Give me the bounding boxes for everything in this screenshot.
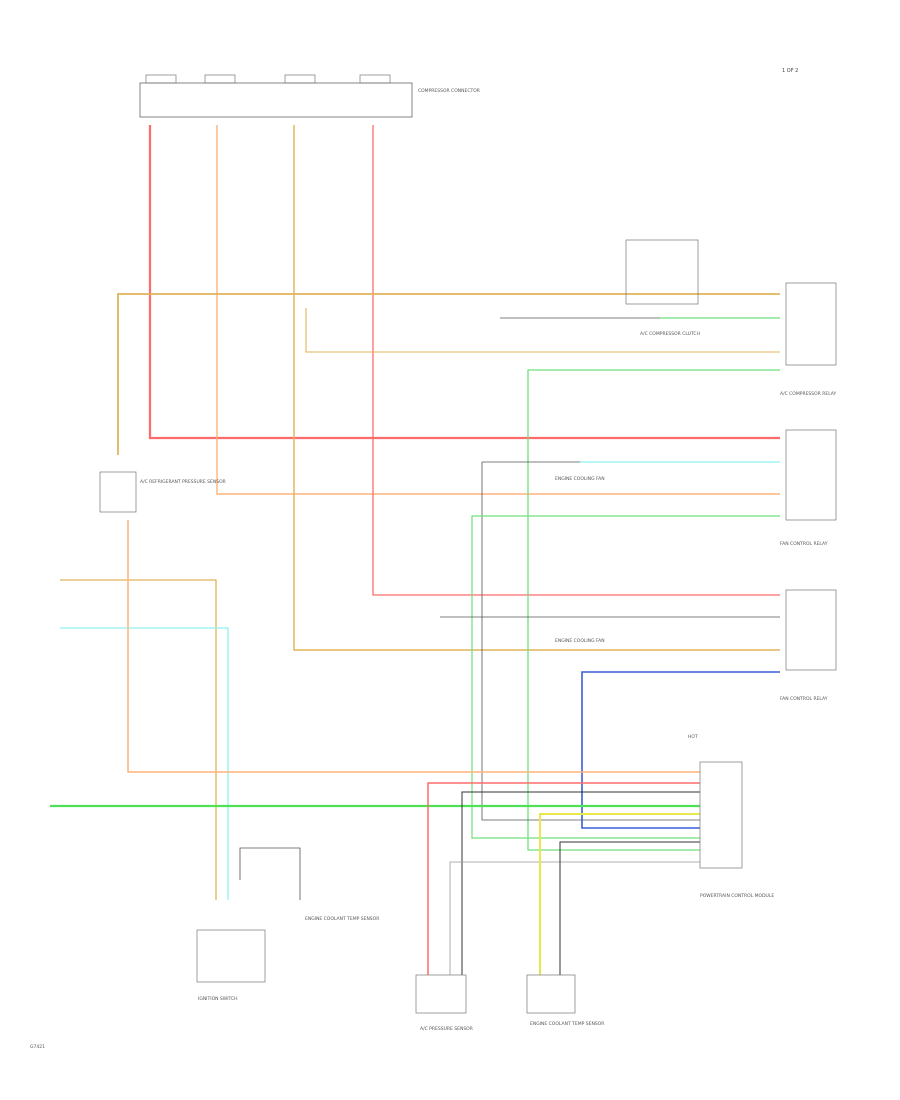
ignition-switch-label: IGNITION SWITCH (198, 996, 238, 1002)
fan-2-wire: ENGINE COOLING FAN (440, 616, 780, 644)
fan-relay-1: FAN CONTROL RELAY (780, 429, 837, 547)
fan-relay-2: FAN CONTROL RELAY (780, 589, 837, 702)
black-wires-sensor (449, 791, 700, 975)
left-module-label: A/C REFRIGERANT PRESSURE SENSOR (140, 479, 226, 485)
tan-wire-1 (293, 125, 780, 651)
ect-sensor: ENGINE COOLANT TEMP SENSOR (239, 847, 379, 922)
green-wire-3 (471, 515, 780, 839)
top-connector-tab-3 (284, 74, 316, 84)
engine-cooling-fan-2-label: ENGINE COOLING FAN (555, 638, 605, 644)
ac-clutch-label: A/C COMPRESSOR CLUTCH (640, 331, 700, 337)
fan-relay-1-label: FAN CONTROL RELAY (780, 541, 828, 547)
engine-cooling-fan-1-label: ENGINE COOLING FAN (555, 476, 605, 482)
ac-clutch-box (625, 239, 699, 305)
ac-relay: A/C COMPRESSOR RELAY (780, 282, 837, 397)
pcm-label: POWERTRAIN CONTROL MODULE (700, 893, 774, 899)
pressure-sensor-2-label: ENGINE COOLANT TEMP SENSOR (530, 1021, 604, 1027)
left-module-box (99, 471, 137, 513)
pcm-connector-box (699, 761, 743, 869)
top-connector-box (139, 82, 413, 118)
top-connector-tab-4 (359, 74, 391, 84)
cyan-wire-left (60, 627, 229, 900)
tan-wire-left (60, 579, 217, 900)
cyan-wire-relay-2: ENGINE COOLING FAN (481, 461, 780, 821)
pressure-sensor-1: A/C PRESSURE SENSOR (415, 974, 473, 1032)
ac-relay-label: A/C COMPRESSOR RELAY (780, 391, 837, 397)
hot-note: HOT (688, 734, 698, 740)
top-connector-label: COMPRESSOR CONNECTOR (418, 88, 480, 94)
yellow-wire (539, 813, 700, 975)
red-wire-main (148, 125, 780, 440)
tan-bus-wire (117, 293, 780, 455)
ect-sensor-label: ENGINE COOLANT TEMP SENSOR (305, 916, 379, 922)
fan-relay-2-label: FAN CONTROL RELAY (780, 696, 828, 702)
orange-wire-pcm (127, 520, 700, 773)
top-connector: COMPRESSOR CONNECTOR (139, 74, 480, 118)
top-connector-tab-2 (204, 74, 236, 84)
ac-relay-box (785, 282, 837, 366)
pressure-sensor-1-box (415, 974, 467, 1014)
red-wire-sensor (427, 782, 700, 975)
pressure-sensor-2-box (526, 974, 576, 1014)
ac-clutch: A/C COMPRESSOR CLUTCH (625, 239, 700, 337)
sheet-label: 1 OF 2 (782, 68, 798, 74)
left-module: A/C REFRIGERANT PRESSURE SENSOR (99, 471, 226, 513)
top-connector-tab-1 (145, 74, 177, 84)
pressure-sensor-1-label: A/C PRESSURE SENSOR (420, 1026, 473, 1032)
pcm-connector: POWERTRAIN CONTROL MODULE HOT (688, 734, 774, 899)
orange-wire-1 (216, 125, 780, 495)
red-wire-2 (372, 125, 780, 596)
blue-wire (581, 671, 780, 829)
tan-wire-2 (305, 308, 780, 353)
fan-relay-1-box (785, 429, 837, 521)
ignition-switch: IGNITION SWITCH (196, 929, 266, 1002)
ignition-switch-box (196, 929, 266, 983)
fan-relay-2-box (785, 589, 837, 671)
green-wire-2 (527, 369, 780, 851)
corner-code: G7421 (30, 1044, 45, 1050)
pressure-sensor-2: ENGINE COOLANT TEMP SENSOR (526, 974, 604, 1027)
